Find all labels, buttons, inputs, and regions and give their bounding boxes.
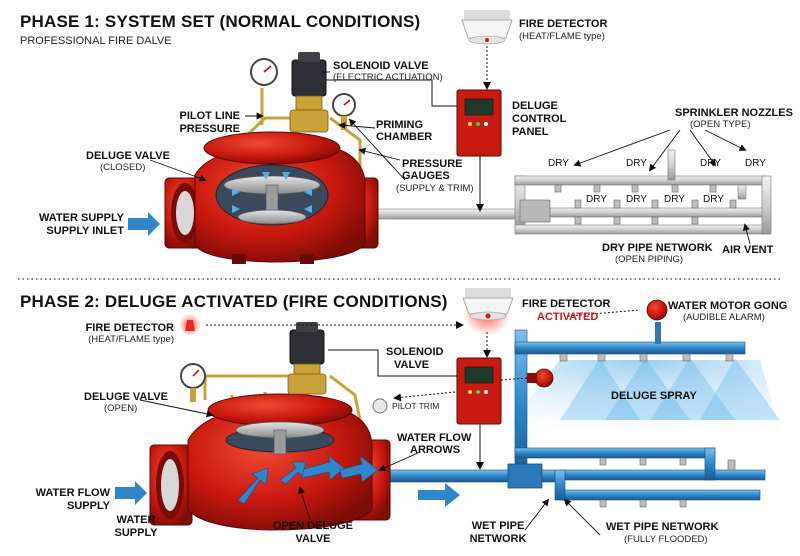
water-motor-gong [527, 299, 668, 388]
phase2-connectors [206, 309, 641, 470]
p2-flow-arrows-2: ARROWS [410, 444, 461, 456]
dry-tag: DRY [626, 194, 647, 205]
p2-open-deluge-1: OPEN DELUGE [272, 520, 354, 532]
p1-pilot-line-label-2: PRESSURE [179, 123, 240, 135]
p1-dry-pipe-label: DRY PIPE NETWORK [602, 242, 713, 254]
dry-tag: DRY [700, 158, 721, 169]
p2-deluge-spray-label: DELUGE SPRAY [611, 390, 697, 402]
p1-pressure-sub: (SUPPLY & TRIM) [396, 183, 474, 194]
phase1-connectors [326, 46, 491, 212]
p2-fire-detector-label: FIRE DETECTOR [522, 298, 611, 310]
p1-priming-1: PRIMING [376, 119, 424, 131]
flow-arrow-2 [418, 483, 460, 507]
pressure-gauge-1b [332, 93, 356, 130]
p2-water-supply-2: SUPPLY [114, 527, 158, 539]
dry-tag: DRY [703, 194, 724, 205]
supply-inlet-arrow-1 [128, 212, 160, 236]
wet-pipe-network [384, 322, 766, 501]
p2-flow-arrows-1: WATER FLOW [397, 432, 472, 444]
p2-fire-detector-left-sub: (HEAT/FLAME type) [88, 334, 174, 345]
phase2-leaders [139, 399, 601, 536]
p1-pressure-1: PRESSURE [402, 158, 463, 170]
fire-detector-2 [462, 288, 514, 336]
fire-detector-1 [461, 10, 513, 45]
dry-tag: DRY [626, 158, 647, 169]
deluge-control-panel-1 [456, 89, 502, 157]
p1-sprinkler-sub: (OPEN TYPE) [690, 119, 751, 130]
p2-deluge-valve-sub: (OPEN) [104, 403, 138, 414]
dry-tag: DRY [745, 158, 766, 169]
p2-wet-network-label: WET PIPE NETWORK [606, 521, 719, 533]
p2-wet-network-sub: (FULLY FLOODED) [624, 534, 708, 545]
p2-pilot-trim-label: PILOT TRIM [392, 401, 440, 411]
p2-activated-label: ACTIVATED [537, 311, 599, 323]
p2-wet-pipe-2: NETWORK [469, 533, 527, 545]
p1-deluge-control-1: DELUGE [512, 100, 558, 112]
p1-deluge-control-2: CONTROL [512, 113, 567, 125]
p1-solenoid-label: SOLENOID VALVE [333, 60, 429, 72]
p1-fire-detector-sub: (HEAT/FLAME type) [519, 31, 605, 42]
dry-tag: DRY [548, 158, 569, 169]
p2-flow-supply-1: WATER FLOW [35, 487, 110, 499]
p2-solenoid-2: VALVE [394, 359, 430, 371]
p2-fire-detector-left: FIRE DETECTOR [85, 322, 174, 334]
p1-water-supply-1: WATER SUPPLY [39, 212, 124, 224]
p2-water-supply-1: WATER [116, 514, 156, 526]
p1-sprinkler-label: SPRINKLER NOZZLES [675, 107, 793, 119]
deluge-control-panel-2 [456, 357, 502, 425]
pressure-gauge-2 [180, 363, 206, 402]
deluge-valve-closed [164, 131, 379, 264]
solenoid-valve-1 [289, 52, 329, 133]
p1-deluge-valve-sub: (CLOSED) [100, 162, 146, 173]
dry-tag: DRY [586, 194, 607, 205]
p1-dry-pipe-sub: (OPEN PIPING) [615, 254, 684, 265]
p1-deluge-control-3: PANEL [512, 126, 549, 138]
phase1-leaders [149, 71, 751, 245]
p2-deluge-valve-label: DELUGE VALVE [84, 391, 168, 403]
p1-solenoid-sub: (ELECTRIC ACTUATION) [333, 72, 443, 83]
p2-gong-label: WATER MOTOR GONG [668, 300, 788, 312]
phase1-subtitle: PROFESSIONAL FIRE DALVE [20, 35, 172, 47]
dry-nozzles [554, 184, 737, 225]
p1-priming-2: CHAMBER [376, 131, 433, 143]
p1-deluge-valve-label: DELUGE VALVE [86, 150, 170, 162]
p1-pilot-line-label-1: PILOT LINE [179, 110, 241, 122]
p2-wet-pipe-1: WET PIPE [471, 520, 525, 532]
p2-open-deluge-2: VALVE [295, 533, 331, 545]
wet-nozzles [559, 353, 736, 508]
phase1-title: PHASE 1: SYSTEM SET (NORMAL CONDITIONS) [20, 12, 421, 31]
solenoid-valve-2 [287, 322, 327, 395]
alarm-light-2 [179, 314, 201, 336]
deluge-spray [505, 358, 780, 430]
dry-pipe-network [374, 149, 772, 235]
phase2-title: PHASE 2: DELUGE ACTIVATED (FIRE CONDITIO… [20, 292, 448, 311]
dry-tag: DRY [664, 194, 685, 205]
p1-air-vent-label: AIR VENT [722, 244, 774, 256]
p2-gong-sub: (AUDIBLE ALARM) [683, 312, 765, 323]
supply-arrow-2 [115, 481, 147, 505]
deluge-valve-open [149, 393, 391, 531]
p1-water-supply-2: SUPPLY INLET [46, 225, 124, 237]
p1-pressure-2: GAUGES [402, 170, 450, 182]
pilot-trim-fitting [372, 398, 388, 414]
p1-fire-detector-label: FIRE DETECTOR [519, 18, 608, 30]
p2-solenoid-1: SOLENOID [386, 346, 444, 358]
pressure-gauge-1a [250, 58, 278, 86]
p2-flow-supply-2: SUPPLY [66, 500, 110, 512]
